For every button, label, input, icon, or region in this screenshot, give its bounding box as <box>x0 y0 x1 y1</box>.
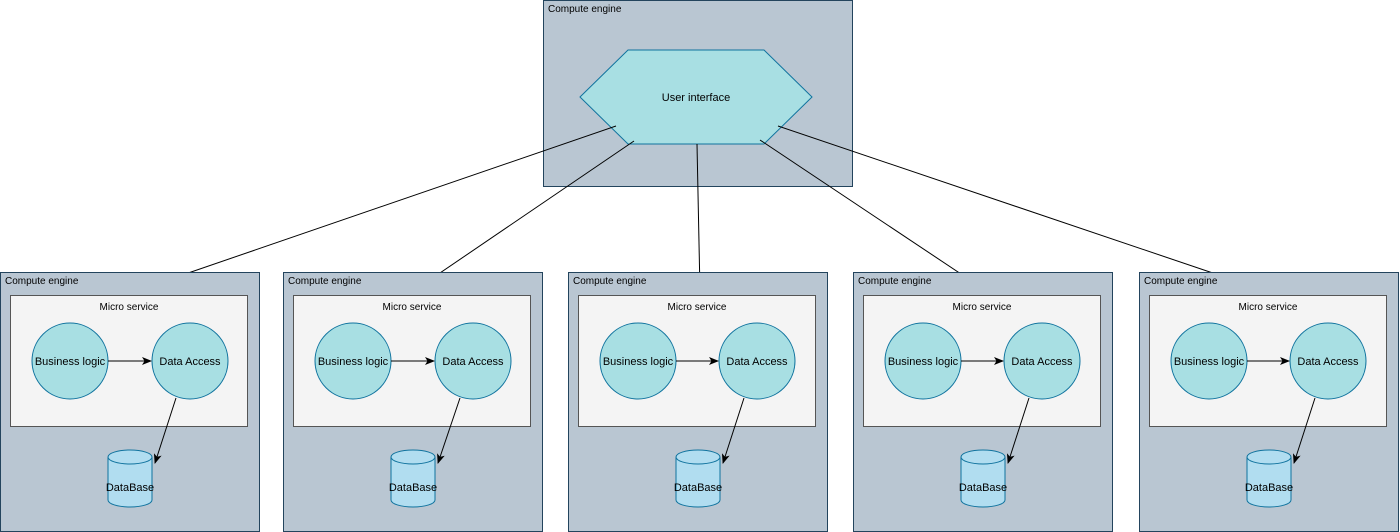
database-4-cylinder[interactable] <box>960 449 1006 508</box>
top-compute-engine[interactable]: Compute engine User interface <box>543 0 853 187</box>
user-interface-label: User interface <box>662 92 730 104</box>
database-3-cylinder[interactable] <box>675 449 721 508</box>
data-access-4-label: Data Access <box>1011 356 1073 368</box>
data-access-1-node[interactable] <box>151 322 229 400</box>
data-access-to-db-3-edge[interactable] <box>721 397 745 464</box>
database-3-label: DataBase <box>674 482 722 494</box>
database-2-label: DataBase <box>389 482 437 494</box>
top-compute-engine-label: Compute engine <box>548 4 622 15</box>
ui-to-microservice-3-edge[interactable] <box>695 143 704 293</box>
data-access-2-node[interactable] <box>434 322 512 400</box>
data-access-to-db-5-edge[interactable] <box>1292 397 1316 464</box>
business-logic-5-label: Business logic <box>1174 356 1245 368</box>
database-1-label: DataBase <box>106 482 154 494</box>
compute-engine-5-label: Compute engine <box>1144 276 1218 287</box>
user-interface-hexagon[interactable] <box>579 49 813 145</box>
business-logic-2-label: Business logic <box>318 356 389 368</box>
compute-engine-4-label: Compute engine <box>858 276 932 287</box>
data-access-5-node[interactable] <box>1289 322 1367 400</box>
data-access-to-db-4-edge[interactable] <box>1006 397 1030 464</box>
database-1-cylinder[interactable] <box>107 449 153 508</box>
compute-engine-1-label: Compute engine <box>5 276 79 287</box>
data-access-1-label: Data Access <box>159 356 221 368</box>
database-4-label: DataBase <box>959 482 1007 494</box>
database-2-cylinder[interactable] <box>390 449 436 508</box>
business-logic-1-label: Business logic <box>35 356 106 368</box>
data-access-to-db-1-edge[interactable] <box>153 397 177 464</box>
microservice-4-label: Micro service <box>953 302 1012 313</box>
data-access-2-label: Data Access <box>442 356 504 368</box>
compute-engine-2[interactable]: Compute engine Micro service Business lo… <box>283 272 543 532</box>
ui-to-microservice-4-edge[interactable] <box>759 139 989 293</box>
compute-engine-3-label: Compute engine <box>573 276 647 287</box>
business-logic-3-label: Business logic <box>603 356 674 368</box>
data-access-3-label: Data Access <box>726 356 788 368</box>
ui-connectors <box>129 125 1273 294</box>
microservice-1-label: Micro service <box>100 302 159 313</box>
microservice-3-label: Micro service <box>668 302 727 313</box>
data-access-5-label: Data Access <box>1297 356 1359 368</box>
microservice-2-label: Micro service <box>383 302 442 313</box>
business-logic-4-label: Business logic <box>888 356 959 368</box>
ui-to-microservice-1-edge[interactable] <box>129 125 617 294</box>
compute-engine-2-label: Compute engine <box>288 276 362 287</box>
compute-engine-4[interactable]: Compute engine Micro service Business lo… <box>853 272 1113 532</box>
microservice-5-label: Micro service <box>1239 302 1298 313</box>
database-5-label: DataBase <box>1245 482 1293 494</box>
ui-to-microservice-2-edge[interactable] <box>411 140 635 293</box>
ui-to-microservice-5-edge[interactable] <box>777 125 1273 294</box>
database-5-cylinder[interactable] <box>1246 449 1292 508</box>
data-access-3-node[interactable] <box>718 322 796 400</box>
compute-engine-1[interactable]: Compute engine Micro service Business lo… <box>0 272 260 532</box>
compute-engine-3[interactable]: Compute engine Micro service Business lo… <box>568 272 828 532</box>
data-access-4-node[interactable] <box>1003 322 1081 400</box>
data-access-to-db-2-edge[interactable] <box>437 397 461 464</box>
compute-engine-5[interactable]: Compute engine Micro service Business lo… <box>1139 272 1399 532</box>
